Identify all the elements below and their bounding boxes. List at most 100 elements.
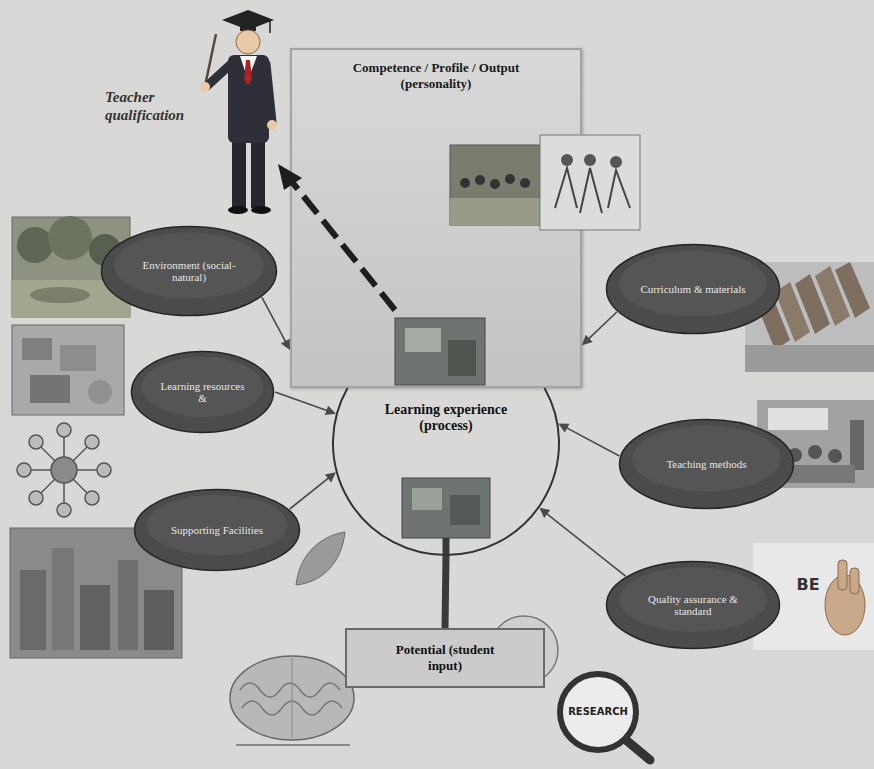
- photo-frame: [12, 325, 124, 415]
- node-text: Supporting Facilities: [171, 524, 263, 536]
- building: [20, 570, 46, 650]
- book: [60, 345, 96, 371]
- factor-ellipse: Curriculum & materials: [605, 243, 781, 335]
- factor-ellipse: Learning resources &: [130, 350, 275, 434]
- people-sketch: [540, 135, 640, 230]
- connector-arrow: [539, 508, 625, 576]
- ellipse-highlight: [619, 567, 767, 632]
- tree: [17, 227, 53, 263]
- ellipse-shape: [102, 227, 277, 316]
- leaf-icon: [296, 532, 345, 585]
- node-text: Learning experience (process): [366, 402, 526, 434]
- dashed-arrow: [278, 164, 395, 310]
- teacher-label: Teacher qualification: [105, 88, 197, 124]
- label-holder: Teacher qualification: [105, 88, 197, 124]
- teacher-hand: [267, 120, 277, 130]
- photo-detail: [412, 488, 442, 510]
- tree: [48, 216, 92, 260]
- label-holder: RESEARCH: [568, 706, 628, 718]
- arrow-head: [582, 335, 593, 346]
- connector-line: [262, 297, 286, 342]
- ellipse-shape: [135, 490, 300, 571]
- arrow-head: [325, 472, 336, 482]
- research-magnifier: [560, 674, 650, 760]
- ellipse-shape: [607, 562, 780, 649]
- network-icon: [17, 423, 111, 517]
- output-box-art: [290, 48, 582, 388]
- teacher-tie: [244, 60, 252, 85]
- connector-arrow: [262, 297, 290, 350]
- cap-tassel: [269, 20, 271, 33]
- ellipse-shape: [132, 352, 274, 433]
- teacher-arm: [207, 64, 231, 86]
- teacher-leg: [251, 140, 265, 208]
- image-text: BE: [796, 575, 819, 594]
- connector-line: [588, 312, 617, 340]
- teacher-arm: [266, 64, 272, 122]
- teacher-shoe: [228, 206, 248, 214]
- connector-arrow: [445, 556, 446, 628]
- node-text: Curriculum & materials: [640, 283, 745, 295]
- process-image: [402, 478, 490, 556]
- node-text: Quality assurance & standard: [637, 593, 750, 617]
- input-box: Potential (student input): [345, 628, 545, 688]
- process-circle: Learning experience (process): [332, 330, 560, 556]
- rock: [30, 287, 90, 303]
- ellipse-highlight: [114, 232, 264, 298]
- node-text: Learning resources &: [156, 380, 249, 404]
- label-holder: BE: [796, 575, 819, 594]
- node-text: Potential (student input): [385, 642, 505, 674]
- brain-icon: [230, 656, 354, 745]
- output-box: Competence / Profile / Output (personali…: [290, 48, 582, 388]
- building: [52, 548, 74, 650]
- book: [30, 375, 70, 403]
- teacher-shoe: [251, 206, 271, 214]
- connector-line: [445, 556, 446, 628]
- connector-arrow: [582, 312, 617, 345]
- arrow-head: [558, 423, 569, 432]
- building: [80, 585, 110, 650]
- connector-line: [290, 477, 330, 509]
- node-text: Environment (social-natural): [132, 259, 246, 283]
- building: [144, 590, 174, 650]
- connector-arrow: [558, 423, 619, 456]
- photo-detail: [450, 495, 480, 525]
- node-outline: [332, 330, 560, 556]
- ellipse-highlight: [142, 357, 264, 417]
- building: [118, 560, 138, 650]
- factor-ellipse: Supporting Facilities: [133, 488, 301, 572]
- ellipse-highlight: [632, 425, 781, 491]
- factor-ellipse: Quality assurance & standard: [605, 560, 781, 650]
- connector-arrow: [275, 392, 336, 415]
- pole: [443, 536, 450, 556]
- graduates-photo: [450, 145, 540, 225]
- teacher-figure: [200, 10, 277, 214]
- teacher-leg: [232, 140, 246, 208]
- arrow-head: [539, 508, 550, 518]
- connector-line: [275, 392, 328, 411]
- object: [88, 380, 112, 404]
- book: [22, 338, 52, 360]
- process-outline: [333, 388, 559, 555]
- arrow-head: [325, 406, 336, 415]
- factor-ellipse: Teaching methods: [618, 418, 795, 510]
- ellipse-shape: [607, 245, 780, 334]
- teacher-hand: [200, 82, 210, 92]
- node-text: Competence / Profile / Output (personali…: [321, 60, 551, 92]
- ellipse-shape: [620, 420, 794, 509]
- node-text: Teaching methods: [666, 458, 746, 470]
- grad-cap: [222, 10, 274, 30]
- ellipse-highlight: [146, 495, 287, 555]
- inner-photo: [395, 318, 485, 385]
- factor-ellipse: Environment (social-natural): [100, 225, 278, 317]
- connector-line: [546, 513, 626, 576]
- ellipse-highlight: [619, 250, 767, 316]
- resources-photo: [12, 325, 124, 415]
- image-text: RESEARCH: [568, 706, 628, 718]
- connector-line: [565, 427, 619, 456]
- arrow-head: [281, 339, 290, 350]
- photo-frame: [402, 478, 490, 538]
- connector-arrow: [290, 472, 336, 509]
- teacher-head: [236, 30, 260, 54]
